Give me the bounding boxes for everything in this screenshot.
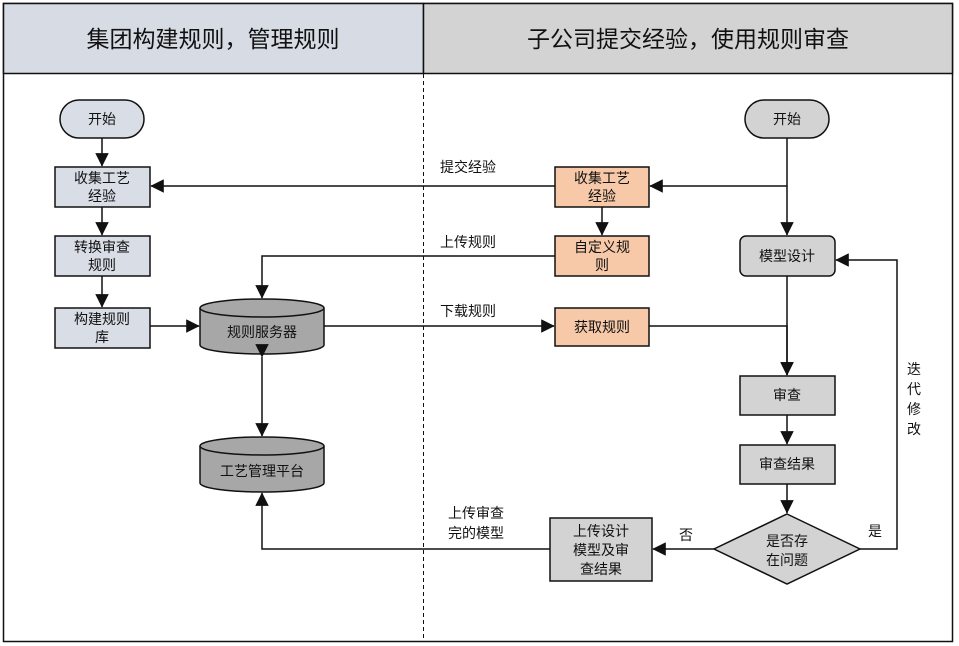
- label-submit-experience: 提交经验: [440, 159, 496, 176]
- custom-rule-label-2: 则: [595, 258, 609, 274]
- right-lane-title: 子公司提交经验，使用规则审查: [527, 27, 849, 53]
- label-iterate-4: 改: [907, 422, 921, 438]
- edge-upload-rule: [255, 255, 555, 299]
- left-build-label-2: 库: [95, 330, 109, 346]
- left-lane-header: [2, 2, 425, 75]
- left-convert-label-2: 规则: [88, 258, 116, 274]
- sub-collect-box: [554, 166, 650, 208]
- sub-collect-label-2: 经验: [588, 189, 616, 205]
- left-start-label: 开始: [88, 112, 116, 128]
- left-collect-box: [54, 166, 151, 208]
- decision-diamond: [712, 513, 862, 585]
- sub-collect-label-1: 收集工艺: [574, 170, 630, 187]
- fetch-rule-label: 获取规则: [574, 320, 630, 336]
- upload-result-label-1: 上传设计: [573, 524, 629, 540]
- label-iterate-2: 代: [907, 382, 921, 398]
- upload-result-label-3: 查结果: [580, 562, 622, 578]
- left-convert-label-1: 转换审查: [74, 239, 130, 256]
- label-iterate-1: 迭: [907, 362, 921, 378]
- edge-fetch-review: [649, 325, 794, 376]
- custom-rule-box: [554, 235, 650, 277]
- right-lane-header: [422, 2, 954, 75]
- decision-label-1: 是否存: [766, 534, 808, 550]
- process-platform-database: 工艺管理平台: [199, 436, 325, 493]
- upload-result-label-2: 模型及审: [573, 543, 629, 559]
- label-download-rule: 下载规则: [440, 304, 496, 320]
- upload-result-box: [549, 517, 653, 582]
- right-start-label: 开始: [773, 112, 801, 128]
- left-collect-label-2: 经验: [88, 189, 116, 205]
- label-yes: 是: [868, 524, 882, 540]
- edge-decision-yes: [835, 253, 898, 550]
- label-upload-model-2: 完的模型: [448, 526, 504, 542]
- label-no: 否: [679, 528, 693, 544]
- rule-server-database: 规则服务器: [199, 298, 325, 355]
- review-label: 审查: [773, 388, 801, 404]
- label-upload-rule: 上传规则: [440, 235, 496, 251]
- left-collect-label-1: 收集工艺: [74, 170, 130, 187]
- decision-label-2: 在问题: [766, 553, 808, 569]
- left-convert-box: [54, 235, 151, 277]
- edge-upload-platform: [255, 492, 550, 550]
- custom-rule-label-1: 自定义规: [574, 240, 630, 256]
- left-build-box: [54, 307, 151, 349]
- fetch-rule-box: [554, 307, 650, 347]
- label-upload-model-1: 上传审查: [448, 506, 504, 522]
- label-iterate-3: 修: [907, 402, 921, 418]
- left-build-label-1: 构建规则: [74, 312, 130, 328]
- rule-server-label: 规则服务器: [227, 325, 297, 341]
- model-design-label: 模型设计: [759, 249, 815, 265]
- review-result-box: [739, 444, 836, 485]
- left-lane-title: 集团构建规则，管理规则: [87, 27, 340, 53]
- platform-label: 工艺管理平台: [220, 464, 304, 480]
- review-result-label: 审查结果: [759, 457, 815, 473]
